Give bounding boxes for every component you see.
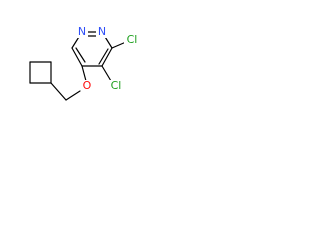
atom-nitrogen-1: N xyxy=(78,25,86,38)
bond-c3-cl xyxy=(111,41,127,49)
bond-c5-c6 xyxy=(71,47,83,67)
bond-c3-c4 xyxy=(101,47,113,67)
atom-chlorine-top: Cl xyxy=(127,33,138,46)
bond-o-ch2 xyxy=(65,90,81,101)
bond-ch2-cyclobutyl xyxy=(50,82,67,101)
bond-c3-c4-double xyxy=(98,48,109,65)
bond-c4-cl xyxy=(101,65,112,82)
atom-labels: N N Cl Cl O xyxy=(76,25,140,93)
bond-c5-o xyxy=(81,65,87,82)
atom-chlorine-bottom: Cl xyxy=(111,79,122,92)
molecule-structure: N N Cl Cl O xyxy=(29,25,140,101)
atom-oxygen: O xyxy=(83,79,92,92)
bonds xyxy=(29,31,127,101)
bond-c5-c6-double xyxy=(75,47,86,63)
atom-nitrogen-2: N xyxy=(98,25,106,38)
